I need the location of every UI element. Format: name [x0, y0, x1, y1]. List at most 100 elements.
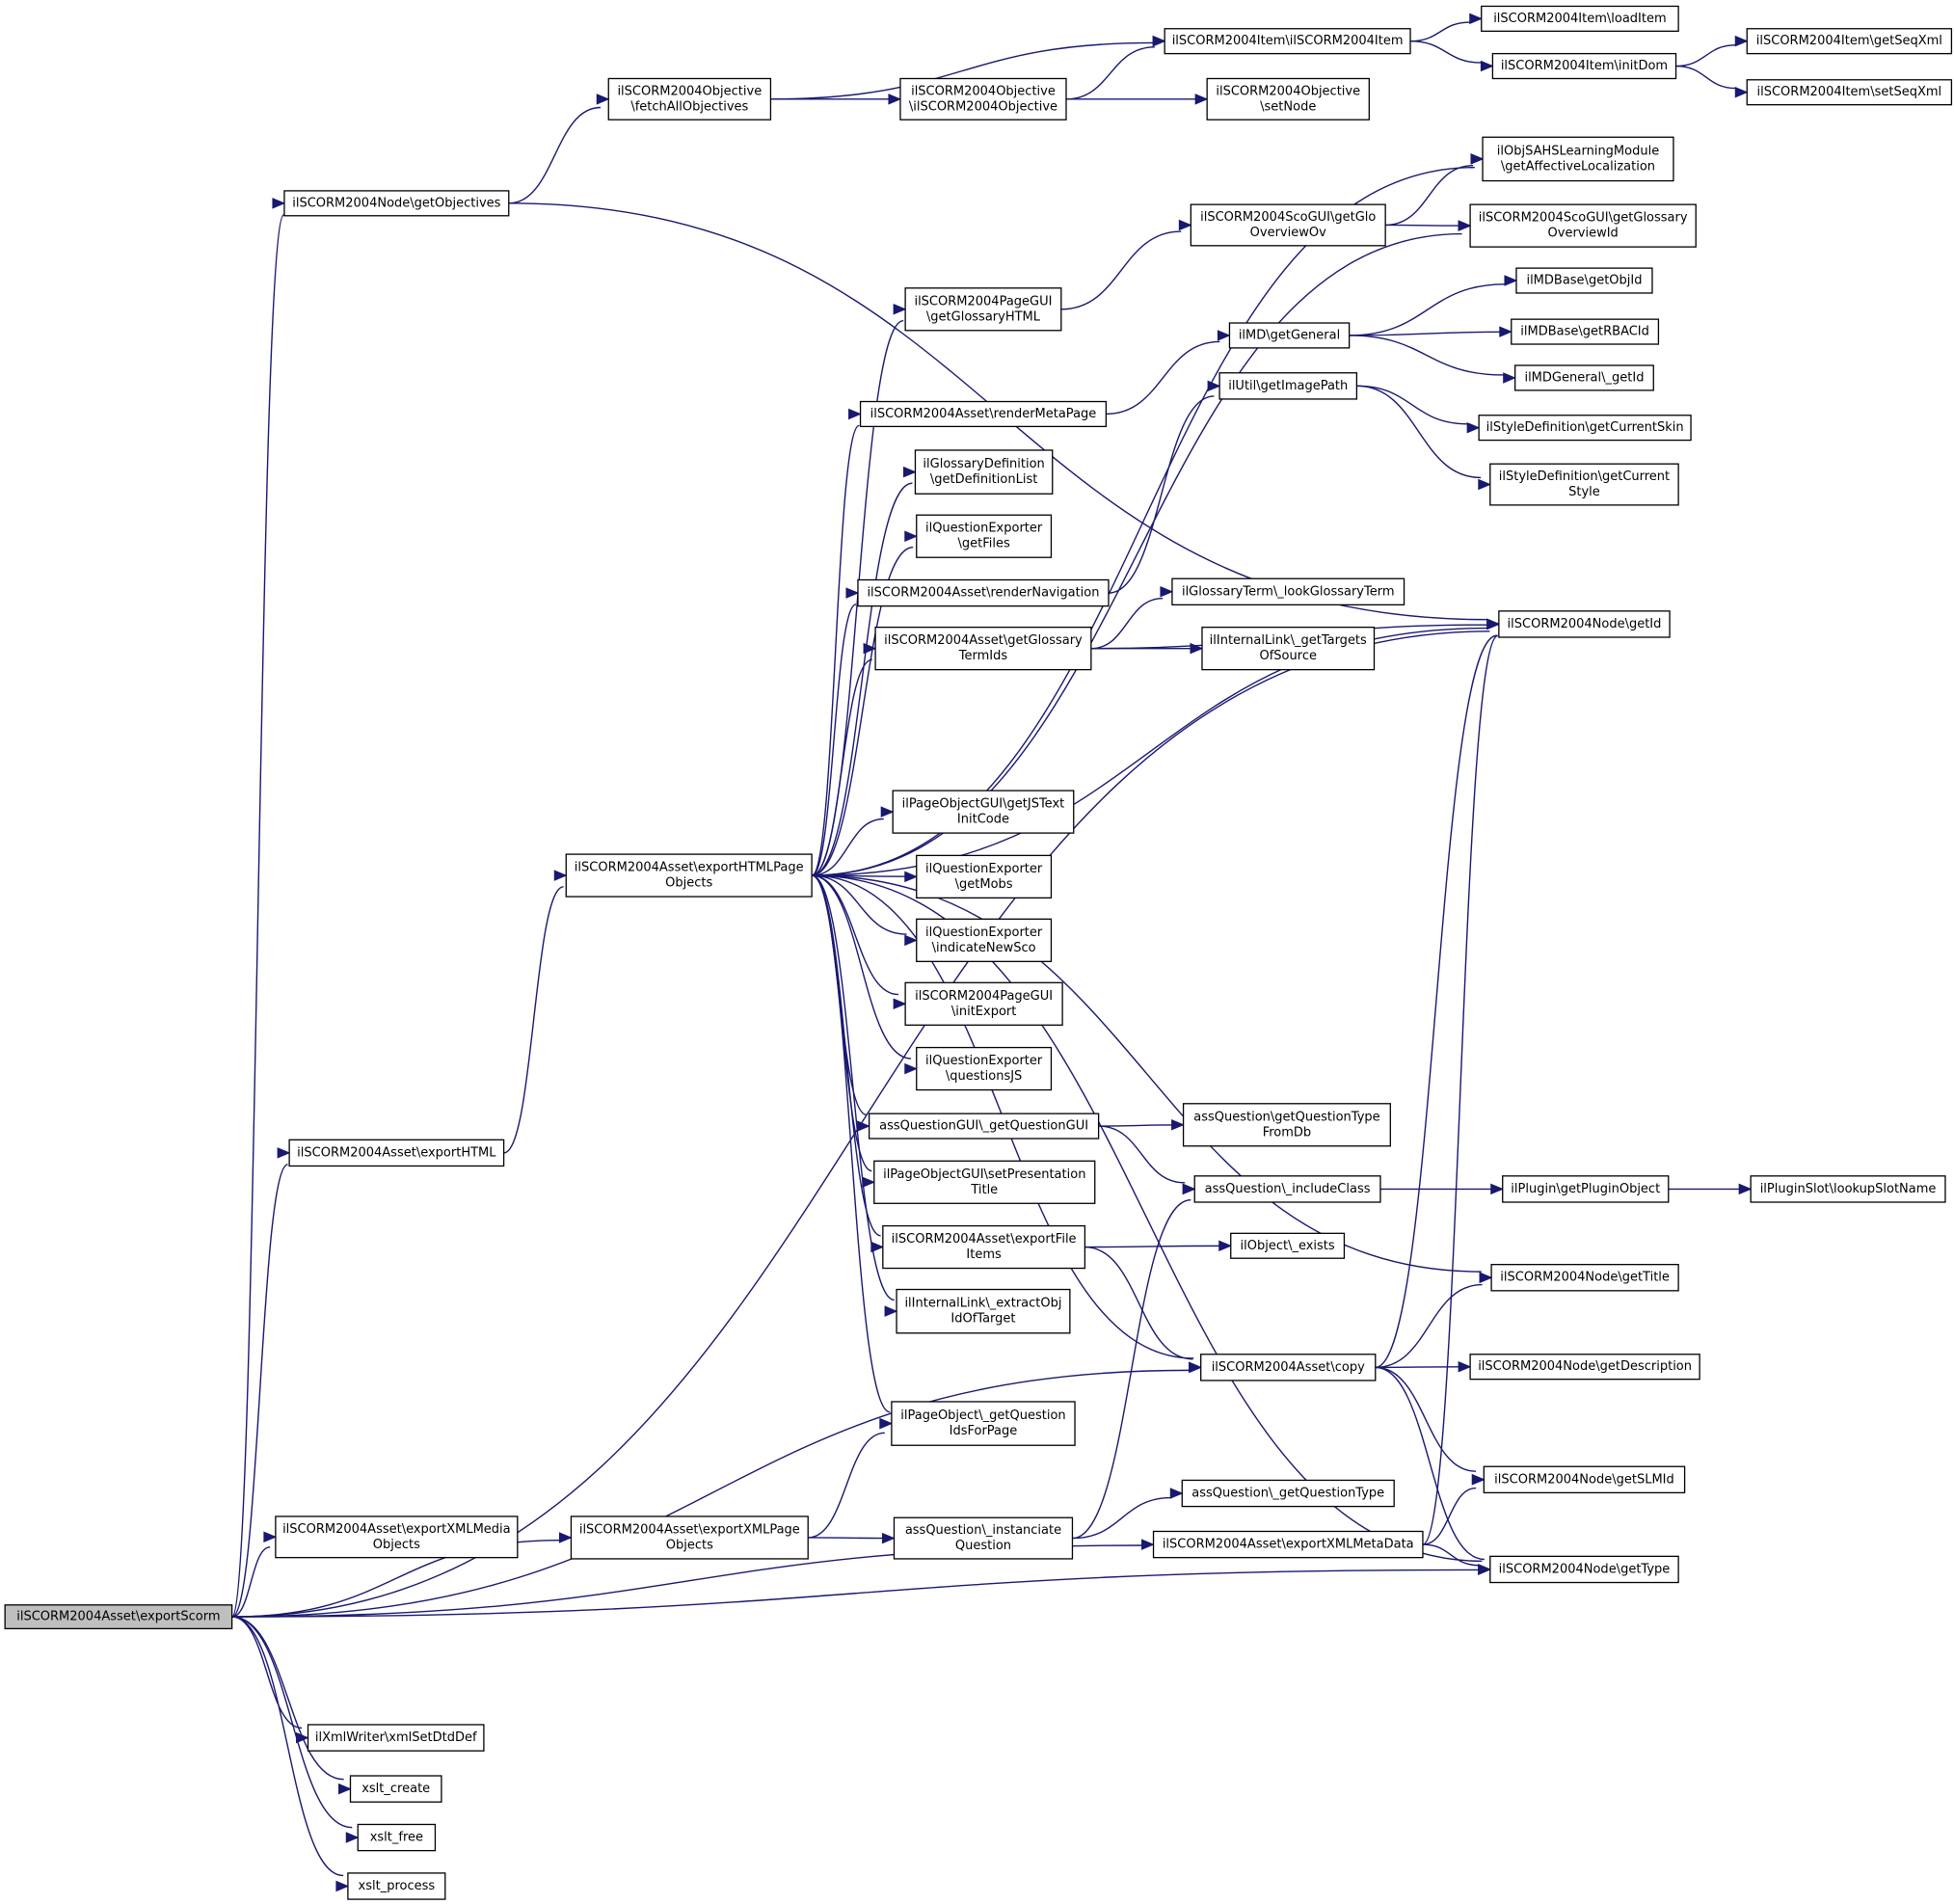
edge-get-glossary-term-ids-to-lookup-glossary-term — [1090, 586, 1174, 650]
edge-arrowhead — [272, 198, 286, 209]
node-obj-ctor[interactable]: ilSCORM2004Objective\ilSCORM2004Objectiv… — [899, 77, 1067, 121]
node-node-get-title[interactable]: ilSCORM2004Node\getTitle — [1490, 1264, 1679, 1292]
node-lookup-slot-name[interactable]: ilPluginSlot\lookupSlotName — [1750, 1175, 1946, 1203]
node-render-meta-page[interactable]: ilSCORM2004Asset\renderMetaPage — [859, 400, 1108, 428]
edge-line — [808, 1537, 883, 1540]
node-object-exists[interactable]: ilObject\_exists — [1230, 1232, 1346, 1259]
node-md-get-obj-id[interactable]: ilMDBase\getObjId — [1515, 267, 1653, 294]
node-fetch-all-objectives[interactable]: ilSCORM2004Objective\fetchAllObjectives — [607, 77, 772, 121]
node-qe-questions-js[interactable]: ilQuestionExporter\questionsJS — [916, 1046, 1053, 1091]
node-page-get-glossary-html[interactable]: ilSCORM2004PageGUI\getGlossaryHTML — [904, 287, 1062, 332]
node-xslt-create[interactable]: xslt_create — [349, 1775, 442, 1803]
node-node-get-type[interactable]: ilSCORM2004Node\getType — [1489, 1555, 1679, 1584]
edge-instanciate-question-to-get-question-type — [1072, 1488, 1184, 1540]
node-get-current-skin[interactable]: ilStyleDefinition\getCurrentSkin — [1478, 415, 1692, 442]
node-xslt-process[interactable]: xslt_process — [347, 1872, 446, 1900]
node-get-seq-xml[interactable]: ilSCORM2004Item\getSeqXml — [1746, 28, 1953, 55]
node-label: ilXmlWriter\xmlSetDtdDef — [315, 1730, 477, 1745]
node-box — [4, 1604, 233, 1630]
node-init-dom[interactable]: ilSCORM2004Item\initDom — [1491, 52, 1677, 80]
edge-line — [811, 424, 860, 876]
edge-export-htmlpage-objects-to-get-question-ids-for-page — [811, 874, 894, 1430]
node-affective-loc[interactable]: ilObjSAHSLearningModule\getAffectiveLoca… — [1482, 136, 1674, 182]
node-get-objectives[interactable]: ilSCORM2004Node\getObjectives — [283, 190, 510, 217]
edge-line — [231, 1569, 1479, 1618]
edge-line — [812, 232, 1462, 876]
edge-arrowhead — [1458, 220, 1472, 231]
edge-arrowhead — [1479, 1272, 1493, 1283]
edge-arrowhead — [1190, 642, 1204, 655]
edge-export-htmlpage-objects-to-qe-indicate-new-sco — [812, 874, 919, 947]
node-label: Question — [955, 1539, 1011, 1553]
node-qe-get-mobs[interactable]: ilQuestionExporter\getMobs — [916, 854, 1053, 899]
node-box — [916, 918, 1053, 962]
edge-line — [811, 658, 873, 876]
node-box — [349, 1775, 442, 1803]
node-export-html[interactable]: ilSCORM2004Asset\exportHTML — [288, 1139, 505, 1167]
edge-export-htmlpage-objects-to-node-get-type — [812, 874, 1492, 1575]
node-box — [1171, 577, 1405, 606]
node-get-question-type[interactable]: assQuestion\_getQuestionType — [1181, 1479, 1395, 1508]
node-box — [275, 1515, 519, 1559]
node-box — [570, 1515, 809, 1560]
edge-line — [812, 874, 912, 1059]
node-item-ctor[interactable]: ilSCORM2004Item\ilSCORM2004Item — [1164, 28, 1411, 55]
edge-line — [1410, 40, 1482, 64]
edge-export-file-items-to-asset-copy — [1084, 1246, 1202, 1374]
node-node-get-id[interactable]: ilSCORM2004Node\getId — [1498, 610, 1671, 638]
edge-arrowhead — [1189, 1361, 1202, 1374]
node-get-plugin-object[interactable]: ilPlugin\getPluginObject — [1502, 1175, 1670, 1203]
node-qe-indicate-new-sco[interactable]: ilQuestionExporter\indicateNewSco — [916, 918, 1053, 962]
node-get-slmid[interactable]: ilSCORM2004Node\getSLMId — [1483, 1465, 1686, 1494]
node-include-class[interactable]: assQuestion\_includeClass — [1193, 1175, 1381, 1203]
node-md-get-general[interactable]: ilMD\getGeneral — [1228, 322, 1351, 349]
node-xslt-free[interactable]: xslt_free — [357, 1823, 437, 1852]
edge-line — [508, 106, 601, 204]
node-set-node[interactable]: ilSCORM2004Objective\setNode — [1206, 77, 1370, 121]
node-render-navigation[interactable]: ilSCORM2004Asset\renderNavigation — [857, 578, 1110, 607]
node-qe-get-files[interactable]: ilQuestionExporter\getFiles — [916, 514, 1053, 558]
node-util-get-image-path[interactable]: ilUtil\getImagePath — [1218, 372, 1358, 400]
node-label: ilQuestionExporter — [925, 862, 1043, 876]
node-md-general-get-id[interactable]: ilMDGeneral\_getId — [1514, 364, 1654, 391]
node-set-seq-xml[interactable]: ilSCORM2004Item\setSeqXml — [1746, 79, 1953, 106]
node-label: \getMobs — [955, 877, 1013, 892]
node-label: ilSCORM2004PageGUI — [915, 989, 1053, 1004]
edge-line — [1072, 1199, 1191, 1540]
node-lookup-glossary-term[interactable]: ilGlossaryTerm\_lookGlossaryTerm — [1171, 577, 1405, 606]
node-xml-set-dtd-def[interactable]: ilXmlWriter\xmlSetDtdDef — [307, 1724, 485, 1752]
edge-arrowhead — [845, 587, 860, 599]
edge-line — [812, 166, 1475, 876]
node-export-xmlmeta-data[interactable]: ilSCORM2004Asset\exportXMLMetaData — [1152, 1530, 1424, 1559]
node-page-init-export[interactable]: ilSCORM2004PageGUI\initExport — [904, 981, 1063, 1026]
node-box — [1193, 1175, 1381, 1203]
node-node-get-description[interactable]: ilSCORM2004Node\getDescription — [1469, 1354, 1700, 1381]
node-label: assQuestion\_includeClass — [1205, 1182, 1371, 1196]
edge-obj-ctor-to-set-node — [1065, 94, 1209, 105]
edge-arrowhead — [1480, 60, 1494, 72]
node-asset-copy[interactable]: ilSCORM2004Asset\copy — [1200, 1354, 1377, 1381]
node-box — [868, 1113, 1100, 1140]
node-export-scorm[interactable]: ilSCORM2004Asset\exportScorm — [4, 1604, 233, 1630]
node-md-get-rbacid[interactable]: ilMDBase\getRBACId — [1511, 318, 1660, 345]
edge-line — [230, 214, 285, 1618]
node-load-item[interactable]: ilSCORM2004Item\loadItem — [1481, 5, 1679, 32]
edge-get-plugin-object-to-lookup-slot-name — [1668, 1183, 1753, 1195]
node-get-definition-list[interactable]: ilGlossaryDefinition\getDefinitionList — [914, 449, 1054, 495]
node-get-question-gui[interactable]: assQuestionGUI\_getQuestionGUI — [868, 1113, 1100, 1140]
